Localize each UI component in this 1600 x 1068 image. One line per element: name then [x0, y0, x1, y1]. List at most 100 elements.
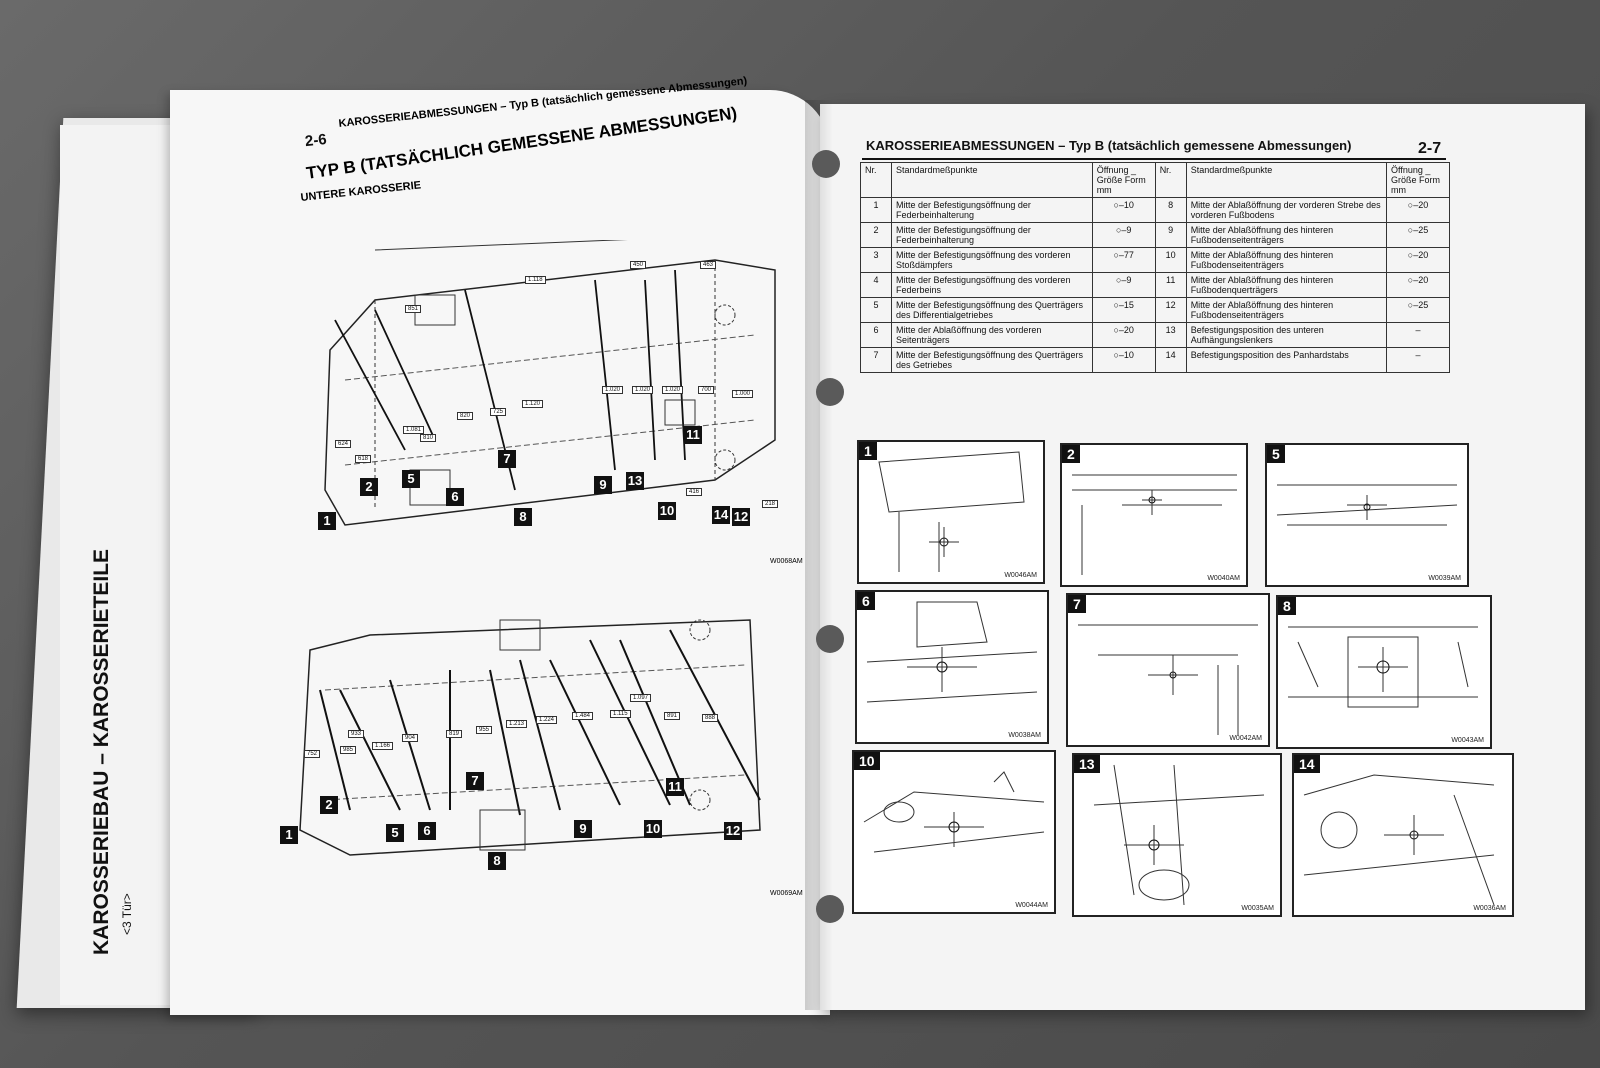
- dim-label: 891: [664, 712, 681, 720]
- middle-page: 2-6 KAROSSERIEABMESSUNGEN – Typ B (tatsä…: [170, 75, 830, 1015]
- photo-sketch: [1276, 484, 1458, 526]
- marker-8: 8: [514, 508, 532, 526]
- row-size: ○–9: [1091, 222, 1156, 248]
- row-point: Mitte der Ablaßöffnung des vorderen Seit…: [891, 322, 1093, 348]
- dim-label: 819: [446, 730, 463, 738]
- dim-label: 1.081: [403, 426, 425, 434]
- marker-7: 7: [498, 450, 516, 468]
- dim-label: 624: [335, 440, 352, 448]
- marker-9: 9: [594, 476, 612, 494]
- table-header-row: Nr. Standardmeßpunkte Öffnung _ Größe Fo…: [860, 162, 1450, 198]
- marker-1: 1: [280, 826, 298, 844]
- photo-sketch: [863, 771, 1045, 853]
- photo-sketch: [1072, 474, 1237, 575]
- photo-code: W0039AM: [1428, 575, 1461, 582]
- photo-sketch: [866, 601, 1038, 703]
- middle-page-number: 2-6: [304, 130, 328, 151]
- dim-label: 1.000: [732, 390, 754, 398]
- underbody-drawing-top: [324, 240, 776, 526]
- photo-code: W0044AM: [1015, 902, 1048, 909]
- binder-hole: [816, 625, 844, 653]
- row-size: ○–77: [1091, 247, 1156, 273]
- marker-11: 11: [684, 426, 702, 444]
- row-point: Mitte der Befestigungsöffnung des Quertr…: [891, 347, 1093, 373]
- middle-page-subtitle: UNTERE KAROSSERIE: [300, 179, 422, 204]
- photo-code: W0040AM: [1207, 575, 1240, 582]
- row-number: 2: [860, 222, 892, 248]
- col-header-size: Öffnung _ Größe Form mm: [1386, 162, 1450, 198]
- row-point: Mitte der Ablaßöffnung des hinteren Fußb…: [1185, 272, 1388, 298]
- dim-label: 1.166: [372, 742, 394, 750]
- photo-tag: 2: [1062, 445, 1080, 463]
- dim-label: 985: [340, 746, 357, 754]
- row-number: 13: [1154, 322, 1187, 348]
- marker-5: 5: [386, 824, 404, 842]
- row-number: 1: [860, 197, 892, 223]
- row-point: Mitte der Befestigungsöffnung des vorder…: [891, 247, 1093, 273]
- photo-panel: 5 W0039AM: [1265, 443, 1469, 587]
- photo-sketch: [1288, 626, 1478, 708]
- row-number: 7: [860, 347, 892, 373]
- row-size: ○–25: [1386, 297, 1450, 323]
- marker-10: 10: [658, 502, 676, 520]
- dim-label: 416: [686, 488, 703, 496]
- row-point: Mitte der Ablaßöffnung des hinteren Fußb…: [1185, 247, 1388, 273]
- row-point: Befestigungsposition des Panhardstabs: [1185, 347, 1388, 373]
- row-size: ○–15: [1091, 297, 1156, 323]
- col-header-size: Öffnung _ Größe Form mm: [1091, 162, 1156, 198]
- row-point: Mitte der Befestigungsöffnung der Federb…: [891, 197, 1093, 223]
- marker-5: 5: [402, 470, 420, 488]
- photo-code: W0036AM: [1473, 905, 1506, 912]
- marker-8: 8: [488, 852, 506, 870]
- row-point: Mitte der Ablaßöffnung des hinteren Fußb…: [1185, 222, 1388, 248]
- marker-14: 14: [712, 506, 730, 524]
- row-number: 10: [1154, 247, 1187, 273]
- row-point: Mitte der Befestigungsöffnung des vorder…: [891, 272, 1093, 298]
- row-size: –: [1386, 347, 1450, 373]
- dim-label: 618: [355, 455, 372, 463]
- row-size: ○–10: [1091, 197, 1156, 223]
- row-number: 6: [860, 322, 892, 348]
- marker-1: 1: [318, 512, 336, 530]
- col-header-points: Standardmeßpunkte: [1185, 162, 1388, 198]
- row-number: 3: [860, 247, 892, 273]
- photo-panel: 14 W0036AM: [1292, 753, 1514, 917]
- photo-code: W0035AM: [1241, 905, 1274, 912]
- dim-label: 1.097: [630, 694, 652, 702]
- dim-label: 1.484: [572, 712, 594, 720]
- page-gutter-shadow: [805, 100, 845, 1010]
- col-header-nr: Nr.: [1154, 162, 1187, 198]
- dim-label: 904: [402, 734, 419, 742]
- marker-12: 12: [724, 822, 742, 840]
- marker-9: 9: [574, 820, 592, 838]
- photo-code: W0046AM: [1004, 572, 1037, 579]
- row-size: ○–10: [1091, 347, 1156, 373]
- row-size: ○–20: [1091, 322, 1156, 348]
- dim-label: 851: [405, 305, 422, 313]
- drawing-code-top: W0068AM: [770, 558, 803, 565]
- dim-label: 933: [348, 730, 365, 738]
- photo-panel: 2 W0040AM: [1060, 443, 1248, 587]
- binder-hole: [816, 378, 844, 406]
- marker-6: 6: [446, 488, 464, 506]
- binder-hole: [816, 895, 844, 923]
- right-page-header: KAROSSERIEABMESSUNGEN – Typ B (tatsächli…: [866, 138, 1352, 153]
- dim-label: 820: [457, 412, 474, 420]
- left-page-vertical-title: KAROSSERIEBAU – KAROSSERIETEILE: [90, 548, 113, 955]
- photo-code: W0043AM: [1451, 737, 1484, 744]
- marker-2: 2: [360, 478, 378, 496]
- dim-label: 450: [630, 261, 647, 269]
- dim-label: 810: [420, 434, 437, 442]
- row-number: 9: [1154, 222, 1187, 248]
- row-number: 8: [1154, 197, 1187, 223]
- row-size: ○–25: [1386, 222, 1450, 248]
- dim-label: 955: [476, 726, 493, 734]
- photo-tag: 8: [1278, 597, 1296, 615]
- photo-panel: 13 W0035AM: [1072, 753, 1282, 917]
- photo-panel: 1 W0046AM: [857, 440, 1045, 584]
- dim-label: 1.118: [525, 276, 546, 284]
- marker-11: 11: [666, 778, 684, 796]
